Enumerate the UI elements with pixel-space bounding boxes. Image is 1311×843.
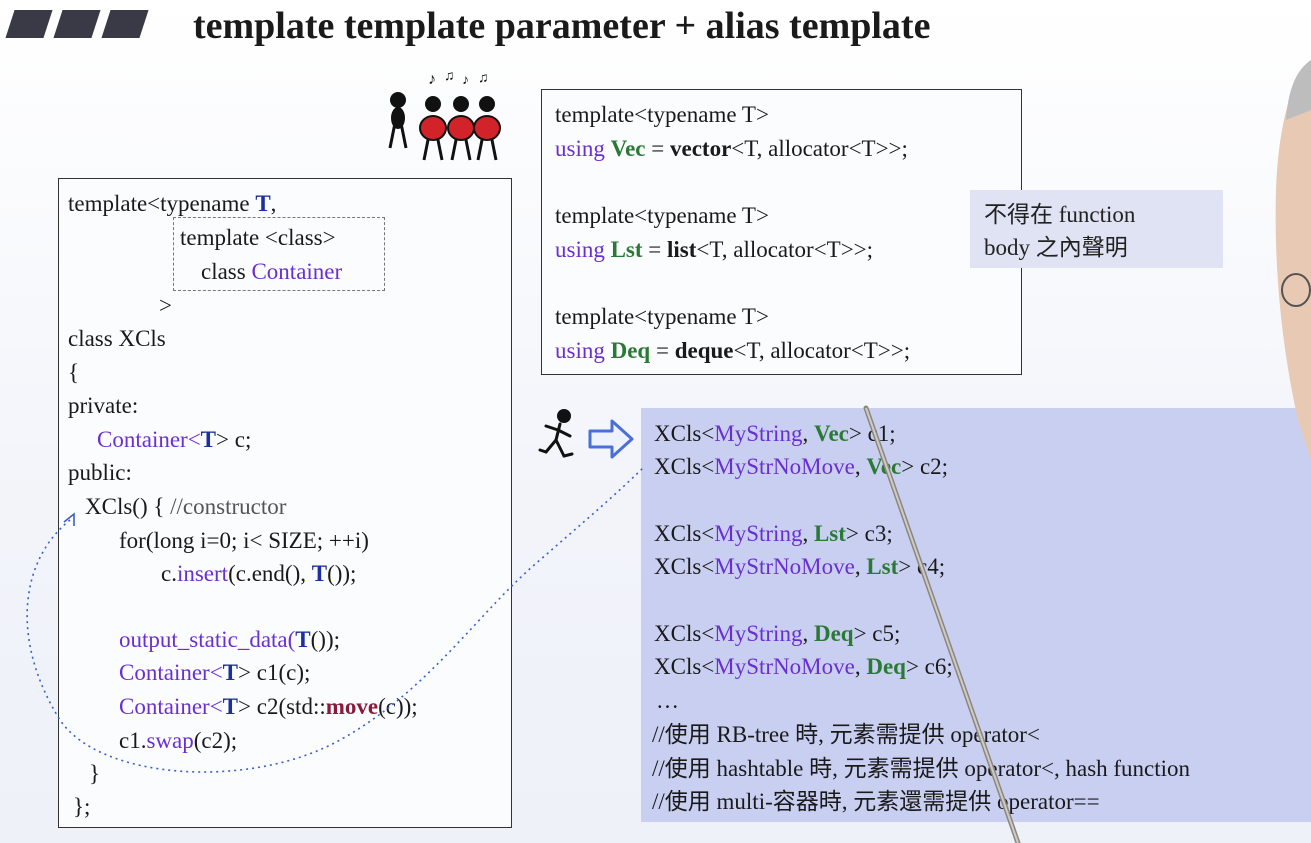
title-decoration [5,10,156,40]
svg-text:♫: ♫ [444,69,455,84]
code-line-6: { [68,360,80,385]
class-template-code-box: template<typename T, template <class> cl… [58,178,512,828]
usage-row-c6: XCls<MyStrNoMove, Deq> c6; [654,654,953,679]
usage-row-c1: XCls<MyString, Vec> c1; [654,421,896,446]
code-line-12: c.insert(c.end(), T()); [161,561,357,586]
template-template-param-box [173,217,385,291]
alias-deq-using-line: using Deq = deque<T, allocator<T>>; [555,338,911,363]
usage-row-c2: XCls<MyStrNoMove, Vec> c2; [654,454,949,479]
usage-comment-2: //使用 hashtable 時, 元素需提供 operator<, hash … [652,756,1191,781]
alias-vec-using-line: using Vec = vector<T, allocator<T>>; [555,136,908,161]
code-line-2: template <class> [180,225,336,250]
code-line-18: }; [73,794,91,819]
code-line-8: Container<T> c; [97,427,252,452]
usage-ellipsis: … [656,688,679,713]
code-line-14: Container<T> c1(c); [119,660,311,685]
note-line-2: body 之內聲明 [984,235,1128,260]
alias-vec-template-line: template<typename T> [555,102,769,127]
scope-note-callout: 不得在 function body 之內聲明 [970,190,1223,268]
code-line-4: > [159,293,172,318]
svg-text:♫: ♫ [478,71,489,86]
code-line-17: } [89,761,101,786]
code-line-16: c1.swap(c2); [119,728,238,753]
usage-row-c3: XCls<MyString, Lst> c3; [654,521,893,546]
alias-lst-template-line: template<typename T> [555,203,769,228]
usage-row-c5: XCls<MyString, Deq> c5; [654,621,901,646]
slide-title: template template parameter + alias temp… [193,5,931,47]
running-figure-icon [538,409,574,458]
alias-deq-template-line: template<typename T> [555,304,769,329]
svg-text:♪: ♪ [462,73,469,88]
code-line-7: private: [68,393,139,418]
right-arrow-icon [588,419,634,459]
code-line-15: Container<T> c2(std::move(c)); [119,694,418,719]
code-line-13: output_static_data(T()); [119,627,341,652]
svg-text:♪: ♪ [428,71,436,88]
code-line-10: XCls() { //constructor [85,494,287,519]
usage-comment-3: //使用 multi-容器時, 元素還需提供 operator== [652,789,1100,814]
code-line-3: class Container [201,259,343,284]
usage-examples-panel: XCls<MyString, Vec> c1; XCls<MyStrNoMove… [641,408,1311,822]
code-line-5: class XCls [68,326,166,351]
glasses-icon [1281,273,1311,307]
code-line-1: template<typename T, [68,191,277,216]
code-line-9: public: [68,460,132,485]
usage-row-c4: XCls<MyStrNoMove, Lst> c4; [654,554,946,579]
alias-template-code-box: template<typename T> using Vec = vector<… [541,89,1022,375]
singing-ants-icon: ♪ ♫ ♪ ♫ [388,69,501,161]
note-line-1: 不得在 function [984,202,1136,227]
usage-comment-1: //使用 RB-tree 時, 元素需提供 operator< [652,722,1040,747]
alias-lst-using-line: using Lst = list<T, allocator<T>>; [555,237,874,262]
presenter-silhouette [1275,60,1311,460]
code-line-11: for(long i=0; i< SIZE; ++i) [119,528,369,553]
